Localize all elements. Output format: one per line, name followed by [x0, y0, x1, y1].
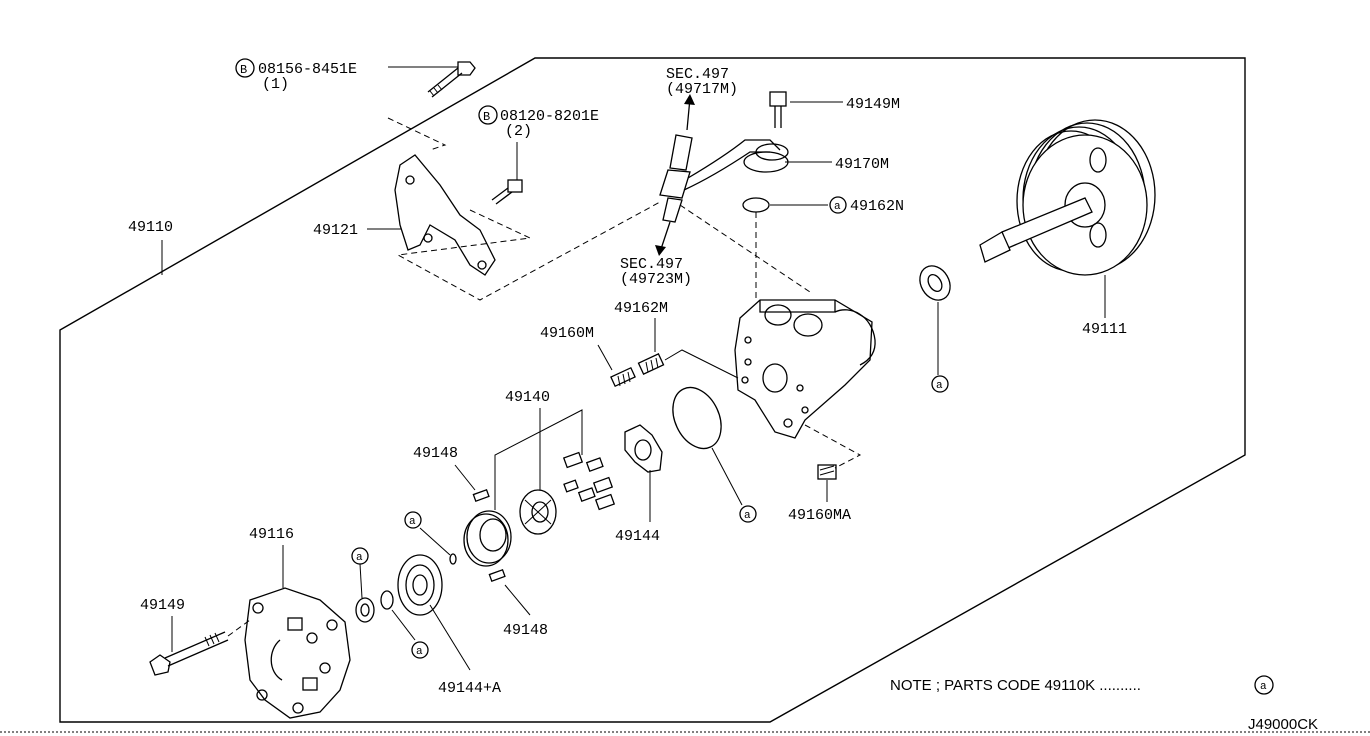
symbol-a-left-ring[interactable]: a: [351, 547, 369, 565]
label-49144A[interactable]: 49144+A: [438, 680, 501, 697]
bolt-49149-icon: [149, 631, 229, 676]
label-49116[interactable]: 49116: [249, 526, 294, 543]
label-49162M[interactable]: 49162M: [614, 300, 668, 317]
label-qty-2: (2): [505, 123, 532, 140]
pump-body-icon: [734, 299, 876, 439]
small-seal-icon: [449, 553, 457, 565]
leader-valve-body: [664, 349, 739, 379]
leader-49148-top: [454, 464, 476, 491]
o-ring-small-icon: [380, 590, 394, 610]
large-o-ring-icon: [672, 386, 722, 450]
symbol-a-small-ring[interactable]: a: [411, 641, 429, 659]
symbol-a-plate[interactable]: a: [404, 511, 422, 529]
leader-o-ring: [711, 447, 743, 506]
label-49121[interactable]: 49121: [313, 222, 358, 239]
label-qty-1: (1): [262, 76, 289, 93]
bolt-08120-icon[interactable]: B: [478, 105, 498, 125]
cam-ring-49144-icon: [624, 424, 663, 473]
label-08156-8451E[interactable]: 08156-8451E: [258, 61, 357, 78]
assembly-frame: [59, 57, 1246, 723]
svg-text:a: a: [1260, 681, 1267, 693]
bolt-49149-dash: [227, 619, 251, 637]
leader-a-small-ring: [391, 609, 416, 641]
leader-49160M: [597, 344, 613, 371]
leader-a-left-ring: [359, 563, 363, 599]
symbol-a-note[interactable]: a: [1254, 675, 1274, 695]
label-49162N[interactable]: 49162N: [850, 198, 904, 215]
label-49149M[interactable]: 49149M: [846, 96, 900, 113]
rotor-icon: [519, 489, 557, 535]
plug-dash: [804, 424, 862, 469]
label-49111[interactable]: 49111: [1082, 321, 1127, 338]
label-08120-8201E[interactable]: 08120-8201E: [500, 108, 599, 125]
svg-text:a: a: [409, 516, 416, 528]
bracket-icon: [394, 154, 496, 276]
o-ring-left-icon: [355, 597, 375, 623]
label-49148-bottom[interactable]: 49148: [503, 622, 548, 639]
bolt-symbol-1: B: [240, 63, 247, 77]
arrow-down-icon: [655, 221, 671, 256]
label-sec-497-top[interactable]: SEC.497: [666, 66, 729, 83]
bolt-short-icon: [491, 179, 523, 205]
label-sec-497-top-ref: (49717M): [666, 81, 738, 98]
label-sec-497-bottom[interactable]: SEC.497: [620, 256, 683, 273]
svg-text:a: a: [744, 510, 751, 522]
label-49110[interactable]: 49110: [128, 219, 173, 236]
label-49149[interactable]: 49149: [140, 597, 185, 614]
side-plate-icon: [463, 510, 512, 567]
pin-top-icon: [472, 488, 490, 502]
symbol-a-49162N[interactable]: a: [829, 196, 847, 214]
o-ring-49162N-icon: [742, 197, 770, 213]
bolt-symbol-2: B: [483, 110, 490, 124]
svg-text:a: a: [356, 552, 363, 564]
rear-cover-icon: [244, 587, 351, 719]
pressure-pipe-icon: [659, 134, 789, 223]
pin-bottom-icon: [488, 568, 506, 582]
label-49170M[interactable]: 49170M: [835, 156, 889, 173]
leader-49140: [494, 409, 583, 510]
label-49148-top[interactable]: 49148: [413, 445, 458, 462]
svg-text:a: a: [834, 201, 841, 213]
pressure-plate-icon: [397, 554, 443, 616]
vanes-icon: [562, 451, 616, 511]
arrow-up-icon: [684, 94, 695, 131]
spring-49162M-icon: [637, 353, 665, 375]
bracket-dash-2: [396, 201, 661, 301]
bolt-49149M-icon: [769, 91, 787, 128]
pipe-dash-right: [679, 204, 811, 293]
label-49140[interactable]: 49140: [505, 389, 550, 406]
pulley-shaft-icon: [979, 119, 1156, 276]
bolt-long-icon: [427, 61, 476, 98]
parts-code-note: NOTE ; PARTS CODE 49110K ..........: [890, 677, 1141, 694]
diagram-code: J49000CK: [1248, 716, 1318, 733]
svg-text:a: a: [936, 380, 943, 392]
label-49160MA[interactable]: 49160MA: [788, 507, 851, 524]
leader-49148-bottom: [504, 584, 531, 616]
leader-49144A: [429, 604, 471, 671]
label-49160M[interactable]: 49160M: [540, 325, 594, 342]
label-sec-497-bottom-ref: (49723M): [620, 271, 692, 288]
bolt-08156-icon[interactable]: B: [235, 58, 255, 78]
bracket-dash-1: [387, 117, 447, 151]
label-49144[interactable]: 49144: [615, 528, 660, 545]
seal-washer-icon: [919, 265, 951, 301]
valve-49160M-icon: [610, 366, 636, 388]
leader-a-plate: [419, 527, 451, 556]
symbol-a-seal[interactable]: a: [931, 375, 949, 393]
plug-49160MA-icon: [817, 464, 837, 480]
svg-text:a: a: [416, 646, 423, 658]
symbol-a-o-ring[interactable]: a: [739, 505, 757, 523]
